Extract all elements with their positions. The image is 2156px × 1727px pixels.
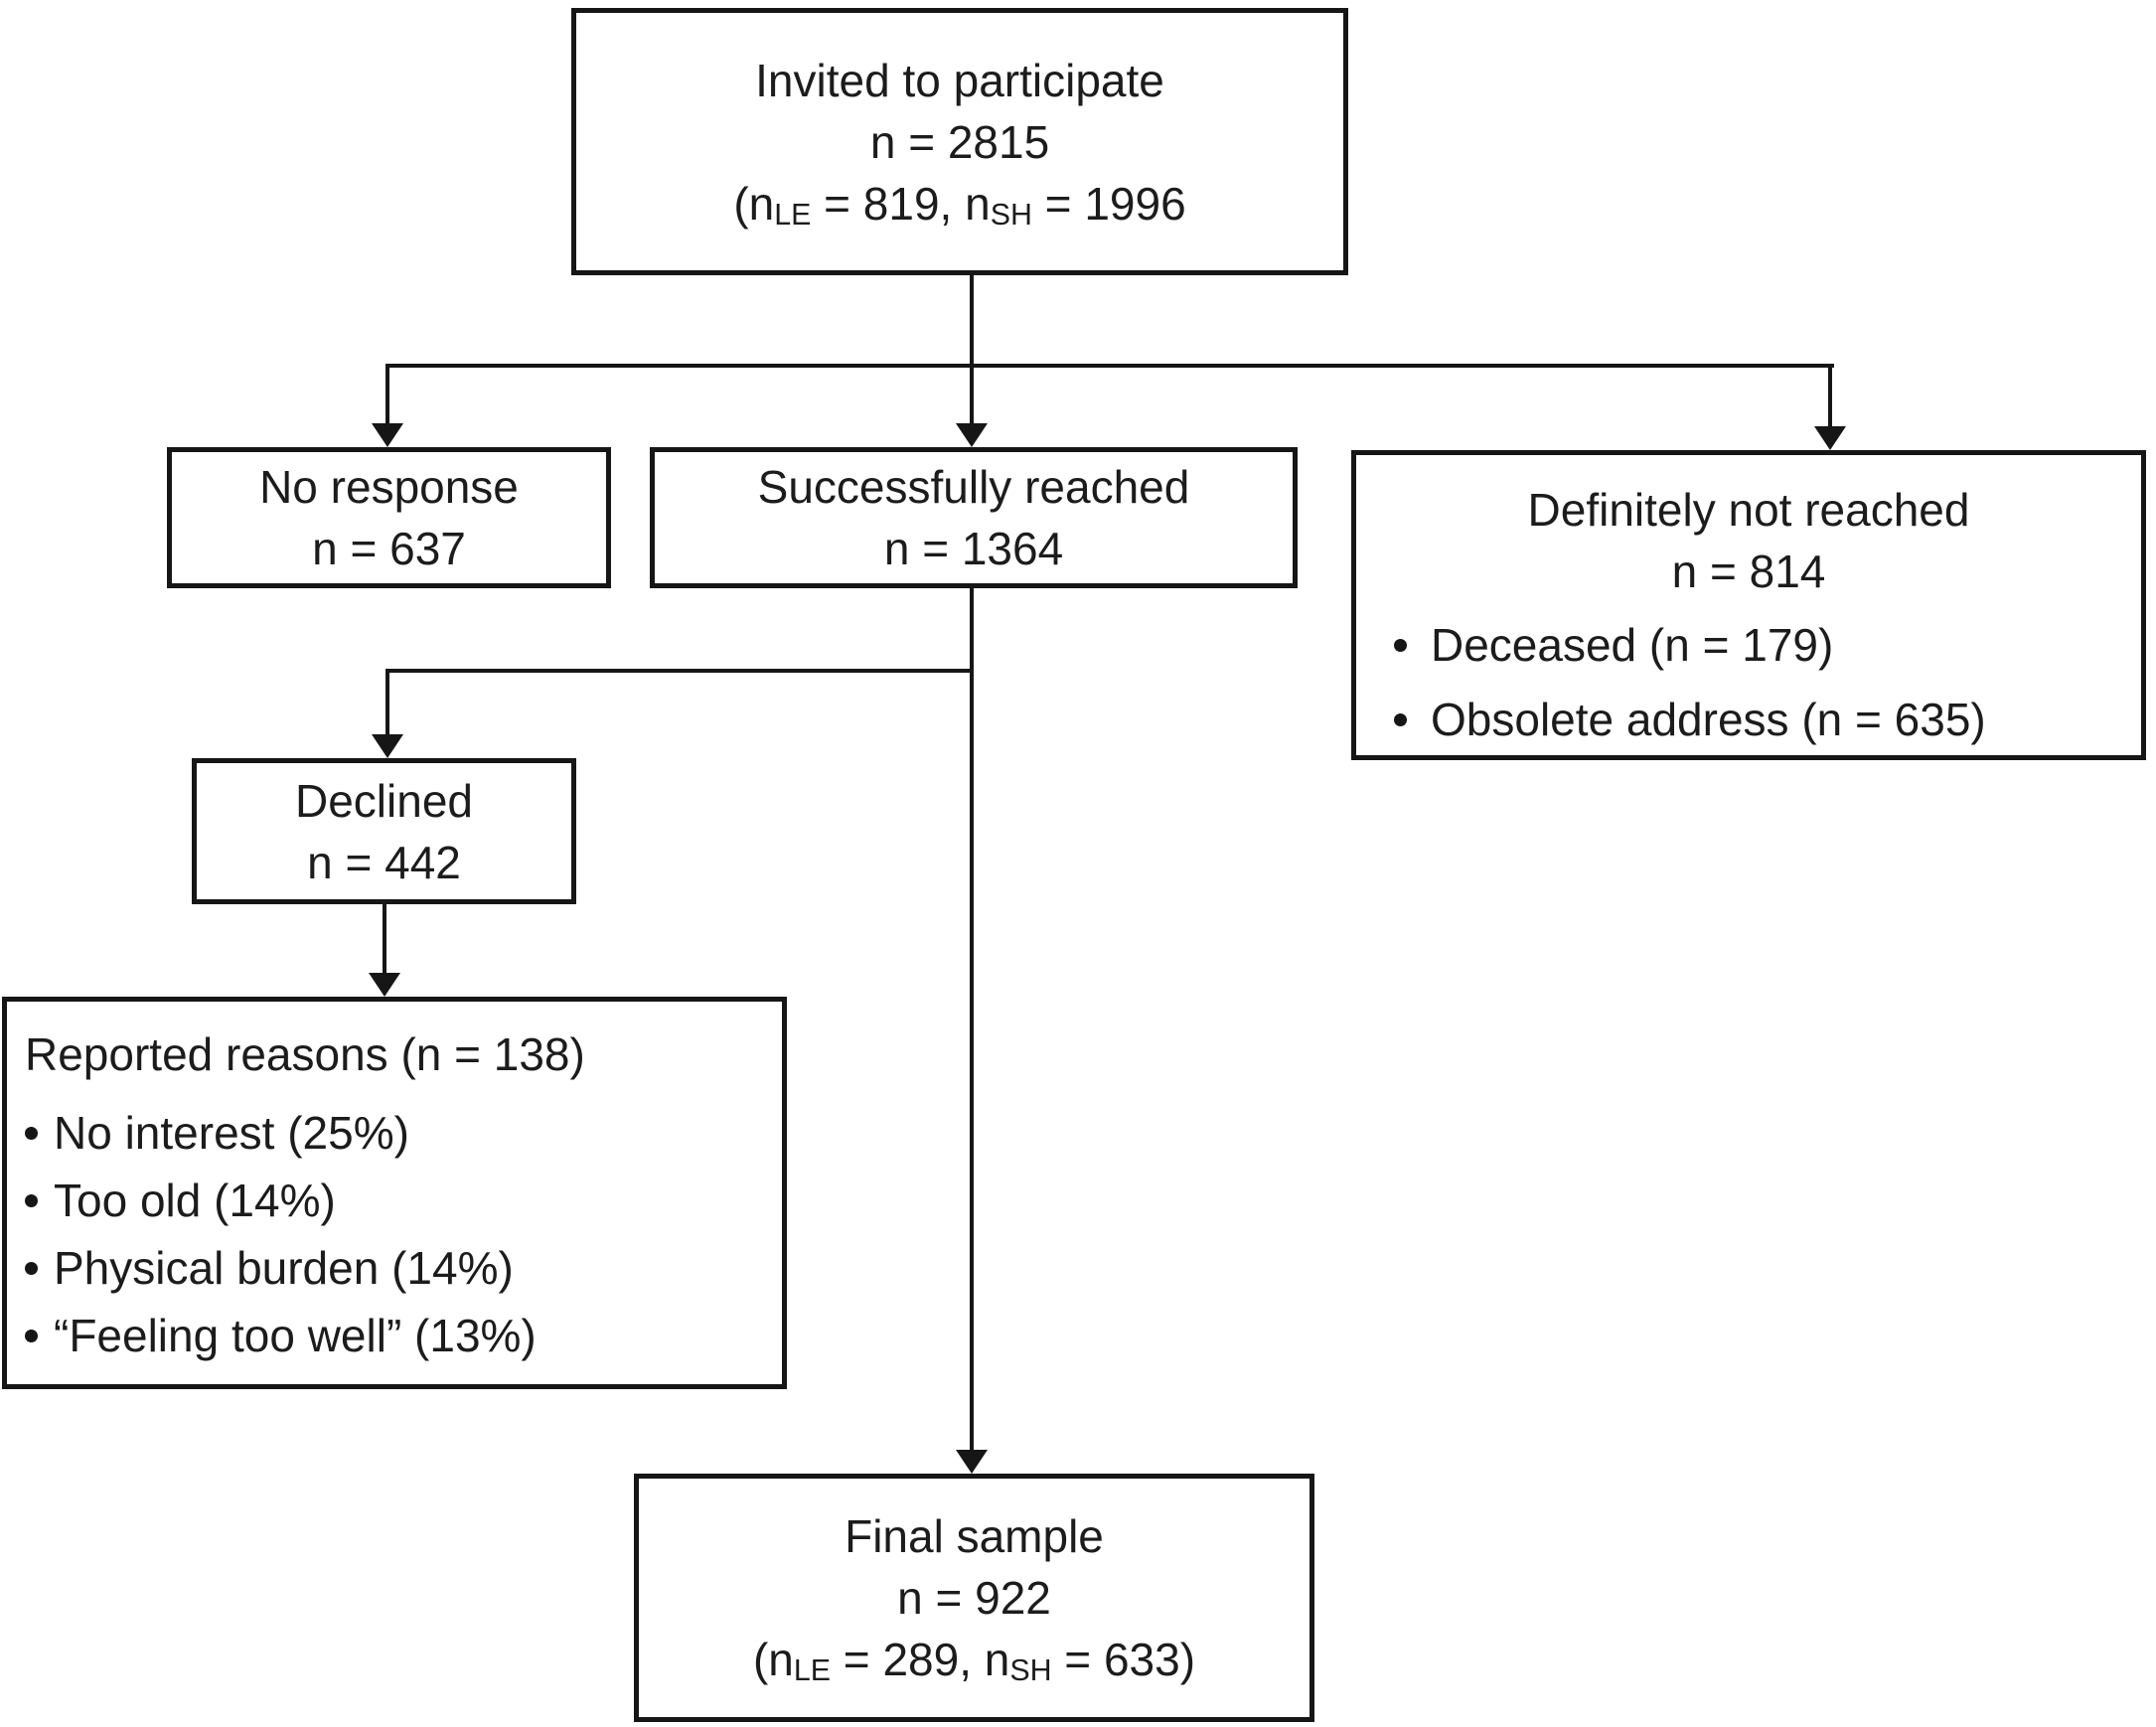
reached-n: n = 1364 xyxy=(883,523,1064,574)
bullet-icon xyxy=(1394,712,1407,726)
final-sample-box: Final sample n = 922 (nLE = 289, nSH = 6… xyxy=(634,1474,1314,1722)
not-reached-title: Definitely not reached xyxy=(1527,484,1970,536)
list-item: Obsolete address (n = 635) xyxy=(1386,689,2111,750)
invited-box: Invited to participate n = 2815 (nLE = 8… xyxy=(571,8,1348,275)
subscript-sh: SH xyxy=(990,198,1032,232)
not-reached-box: Definitely not reached n = 814 Deceased … xyxy=(1351,450,2146,760)
subscript-le: LE xyxy=(774,198,812,232)
text-segment: (n xyxy=(733,177,775,230)
reached-box: Successfully reached n = 1364 xyxy=(650,447,1298,588)
no-response-n: n = 637 xyxy=(312,523,466,574)
connector-branch-top xyxy=(385,364,1834,368)
text-segment: = 289, n xyxy=(831,1634,1010,1685)
connector-to-reasons xyxy=(383,904,386,975)
final-title: Final sample xyxy=(845,1510,1104,1562)
arrow-down-icon xyxy=(956,1450,988,1474)
invited-n: n = 2815 xyxy=(869,115,1050,168)
arrow-down-icon xyxy=(369,973,400,997)
subscript-sh: SH xyxy=(1009,1654,1052,1688)
bullet-icon xyxy=(25,1329,38,1342)
text-segment: = 819, n xyxy=(811,177,991,230)
no-response-title: No response xyxy=(259,461,519,513)
text-segment: = 1996 xyxy=(1031,177,1186,230)
final-n: n = 922 xyxy=(897,1572,1051,1624)
list-item: Physical burden (14%) xyxy=(25,1237,764,1299)
arrow-down-icon xyxy=(1814,426,1846,450)
declined-box: Declined n = 442 xyxy=(192,758,576,904)
connector-to-not-reached xyxy=(1828,364,1832,430)
invited-title: Invited to participate xyxy=(755,54,1164,106)
arrow-down-icon xyxy=(372,423,403,447)
not-reached-bullet-list: Deceased (n = 179) Obsolete address (n =… xyxy=(1386,614,2111,750)
not-reached-n: n = 814 xyxy=(1671,546,1826,597)
reasons-box: Reported reasons (n = 138) No interest (… xyxy=(2,997,787,1389)
declined-title: Declined xyxy=(295,774,473,827)
final-subgroups: (nLE = 289, nSH = 633) xyxy=(753,1629,1195,1690)
connector-to-reached xyxy=(970,364,974,427)
list-item: Deceased (n = 179) xyxy=(1386,614,2111,676)
connector-branch-declined xyxy=(385,669,974,673)
bullet-icon xyxy=(25,1261,38,1275)
bullet-icon xyxy=(25,1193,38,1207)
reached-title: Successfully reached xyxy=(757,461,1190,513)
declined-n: n = 442 xyxy=(307,836,461,888)
connector-top-stub xyxy=(970,275,974,368)
invited-subgroups: (nLE = 819, nSH = 1996 xyxy=(733,173,1185,235)
list-item: No interest (25%) xyxy=(25,1102,764,1164)
arrow-down-icon xyxy=(372,734,403,758)
connector-to-declined xyxy=(385,669,389,736)
list-item: Too old (14%) xyxy=(25,1170,764,1231)
no-response-box: No response n = 637 xyxy=(167,447,611,588)
bullet-text: Deceased (n = 179) xyxy=(1431,619,1834,671)
text-segment: = 633) xyxy=(1051,1634,1196,1685)
list-item: “Feeling too well” (13%) xyxy=(25,1305,764,1366)
bullet-icon xyxy=(25,1126,38,1140)
bullet-text: Physical burden (14%) xyxy=(54,1242,514,1294)
reasons-title: Reported reasons (n = 138) xyxy=(25,1028,585,1080)
bullet-text: No interest (25%) xyxy=(54,1107,409,1159)
subscript-le: LE xyxy=(793,1654,832,1688)
connector-main-spine xyxy=(970,588,974,1452)
bullet-icon xyxy=(1394,638,1407,652)
bullet-text: “Feeling too well” (13%) xyxy=(54,1310,537,1361)
text-segment: (n xyxy=(752,1634,794,1685)
bullet-text: Too old (14%) xyxy=(54,1175,336,1226)
reasons-bullet-list: No interest (25%) Too old (14%) Physical… xyxy=(25,1102,764,1366)
connector-to-no-response xyxy=(385,364,389,427)
arrow-down-icon xyxy=(956,423,988,447)
bullet-text: Obsolete address (n = 635) xyxy=(1431,694,1986,745)
